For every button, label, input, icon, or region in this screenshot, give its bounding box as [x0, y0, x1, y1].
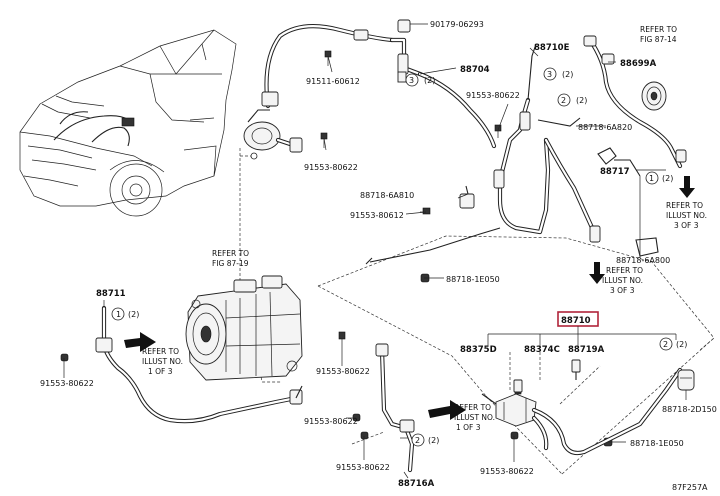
callout-2-bottom: 2 [415, 436, 420, 445]
svg-text:FIG 87-19: FIG 87-19 [212, 259, 249, 268]
part-88716A[interactable]: 88716A [398, 479, 435, 489]
svg-text:ILLUST NO.: ILLUST NO. [454, 413, 495, 422]
hose-88716A [375, 343, 415, 473]
leader-lines [63, 23, 687, 479]
callout-2-mid: 2 [561, 96, 566, 105]
part-91511-60612[interactable]: 91511-60612 [306, 77, 360, 86]
callout-1-right: 1 [649, 174, 654, 183]
qty-2-right: (2) [662, 174, 673, 183]
part-88375D[interactable]: 88375D [460, 345, 497, 355]
ref-fig-87-14[interactable]: REFER TO FIG 87-14 [640, 25, 677, 44]
arrows [124, 176, 695, 420]
part-88374C[interactable]: 88374C [524, 345, 560, 355]
liquid-line-88710E [365, 43, 601, 265]
part-88699A[interactable]: 88699A [620, 59, 657, 69]
ref-illust-left[interactable]: REFER TO ILLUST NO. 1 OF 3 [142, 347, 183, 376]
part-90179-06293[interactable]: 90179-06293 [430, 20, 484, 29]
part-91553-80622-g[interactable]: 91553-80622 [336, 463, 390, 472]
callout-3-mid: 3 [547, 70, 552, 79]
vehicle-illustration [19, 29, 237, 217]
qty-2-lower: (2) [676, 340, 687, 349]
svg-text:3 OF 3: 3 OF 3 [610, 286, 635, 295]
part-88718-2D150[interactable]: 88718-2D150 [662, 405, 717, 414]
ref-illust-bottom[interactable]: REFER TO ILLUST NO. 1 OF 3 [454, 403, 495, 432]
callout-3-top: 3 [409, 76, 414, 85]
svg-text:3 OF 3: 3 OF 3 [674, 221, 699, 230]
part-88719A[interactable]: 88719A [568, 345, 605, 355]
svg-text:REFER TO: REFER TO [666, 201, 703, 210]
svg-text:ILLUST NO.: ILLUST NO. [142, 357, 183, 366]
part-91553-80622-a[interactable]: 91553-80622 [304, 163, 358, 172]
part-88704[interactable]: 88704 [460, 65, 490, 75]
ref-illust-right-1[interactable]: REFER TO ILLUST NO. 3 OF 3 [666, 201, 707, 230]
svg-text:FIG 87-14: FIG 87-14 [640, 35, 677, 44]
pulley-88699A [583, 35, 687, 257]
svg-text:ILLUST NO.: ILLUST NO. [602, 276, 643, 285]
part-88711[interactable]: 88711 [96, 289, 126, 299]
callout-circles [111, 67, 673, 447]
part-88718-1E050-top[interactable]: 88718-1E050 [446, 275, 500, 284]
svg-text:REFER TO: REFER TO [142, 347, 179, 356]
part-91553-80612[interactable]: 91553-80612 [350, 211, 404, 220]
qty-2-top: (2) [424, 76, 435, 85]
part-88710[interactable]: 88710 [561, 316, 591, 326]
diagram-id: 87F257A [672, 483, 708, 492]
svg-text:REFER TO: REFER TO [454, 403, 491, 412]
svg-text:REFER TO: REFER TO [640, 25, 677, 34]
expansion-valve-assembly [481, 359, 695, 456]
qty-2-mid2: (2) [576, 96, 587, 105]
receiver-part [243, 109, 303, 153]
ref-fig-87-19[interactable]: REFER TO FIG 87-19 [212, 249, 249, 268]
qty-2-mid: (2) [562, 70, 573, 79]
part-88718-6A810[interactable]: 88718-6A810 [360, 191, 414, 200]
part-88718-6A820[interactable]: 88718-6A820 [578, 123, 632, 132]
hose-88711 [95, 305, 303, 424]
svg-text:1 OF 3: 1 OF 3 [456, 423, 481, 432]
part-91553-80622-h[interactable]: 91553-80622 [480, 467, 534, 476]
svg-text:1 OF 3: 1 OF 3 [148, 367, 173, 376]
part-91553-80622-d[interactable]: 91553-80622 [40, 379, 94, 388]
bolts [60, 50, 613, 447]
compressor-assembly [185, 275, 303, 381]
part-88718-1E050-bottom[interactable]: 88718-1E050 [630, 439, 684, 448]
part-88717[interactable]: 88717 [600, 167, 630, 177]
part-91553-80622-e[interactable]: 91553-80622 [316, 367, 370, 376]
part-91553-80622-f[interactable]: 91553-80622 [304, 417, 358, 426]
qty-2-left: (2) [128, 310, 139, 319]
callout-1-left: 1 [116, 310, 121, 319]
svg-text:REFER TO: REFER TO [606, 266, 643, 275]
ref-illust-right-2[interactable]: REFER TO ILLUST NO. 3 OF 3 [602, 266, 643, 295]
svg-text:ILLUST NO.: ILLUST NO. [666, 211, 707, 220]
callout-2-lower: 2 [663, 340, 668, 349]
part-88718-6A800[interactable]: 88718-6A800 [616, 256, 670, 265]
part-88710E[interactable]: 88710E [534, 43, 570, 53]
hose-88704 [261, 19, 497, 149]
qty-2-bottom: (2) [428, 436, 439, 445]
svg-text:REFER TO: REFER TO [212, 249, 249, 258]
part-91553-80622-b[interactable]: 91553-80622 [466, 91, 520, 100]
